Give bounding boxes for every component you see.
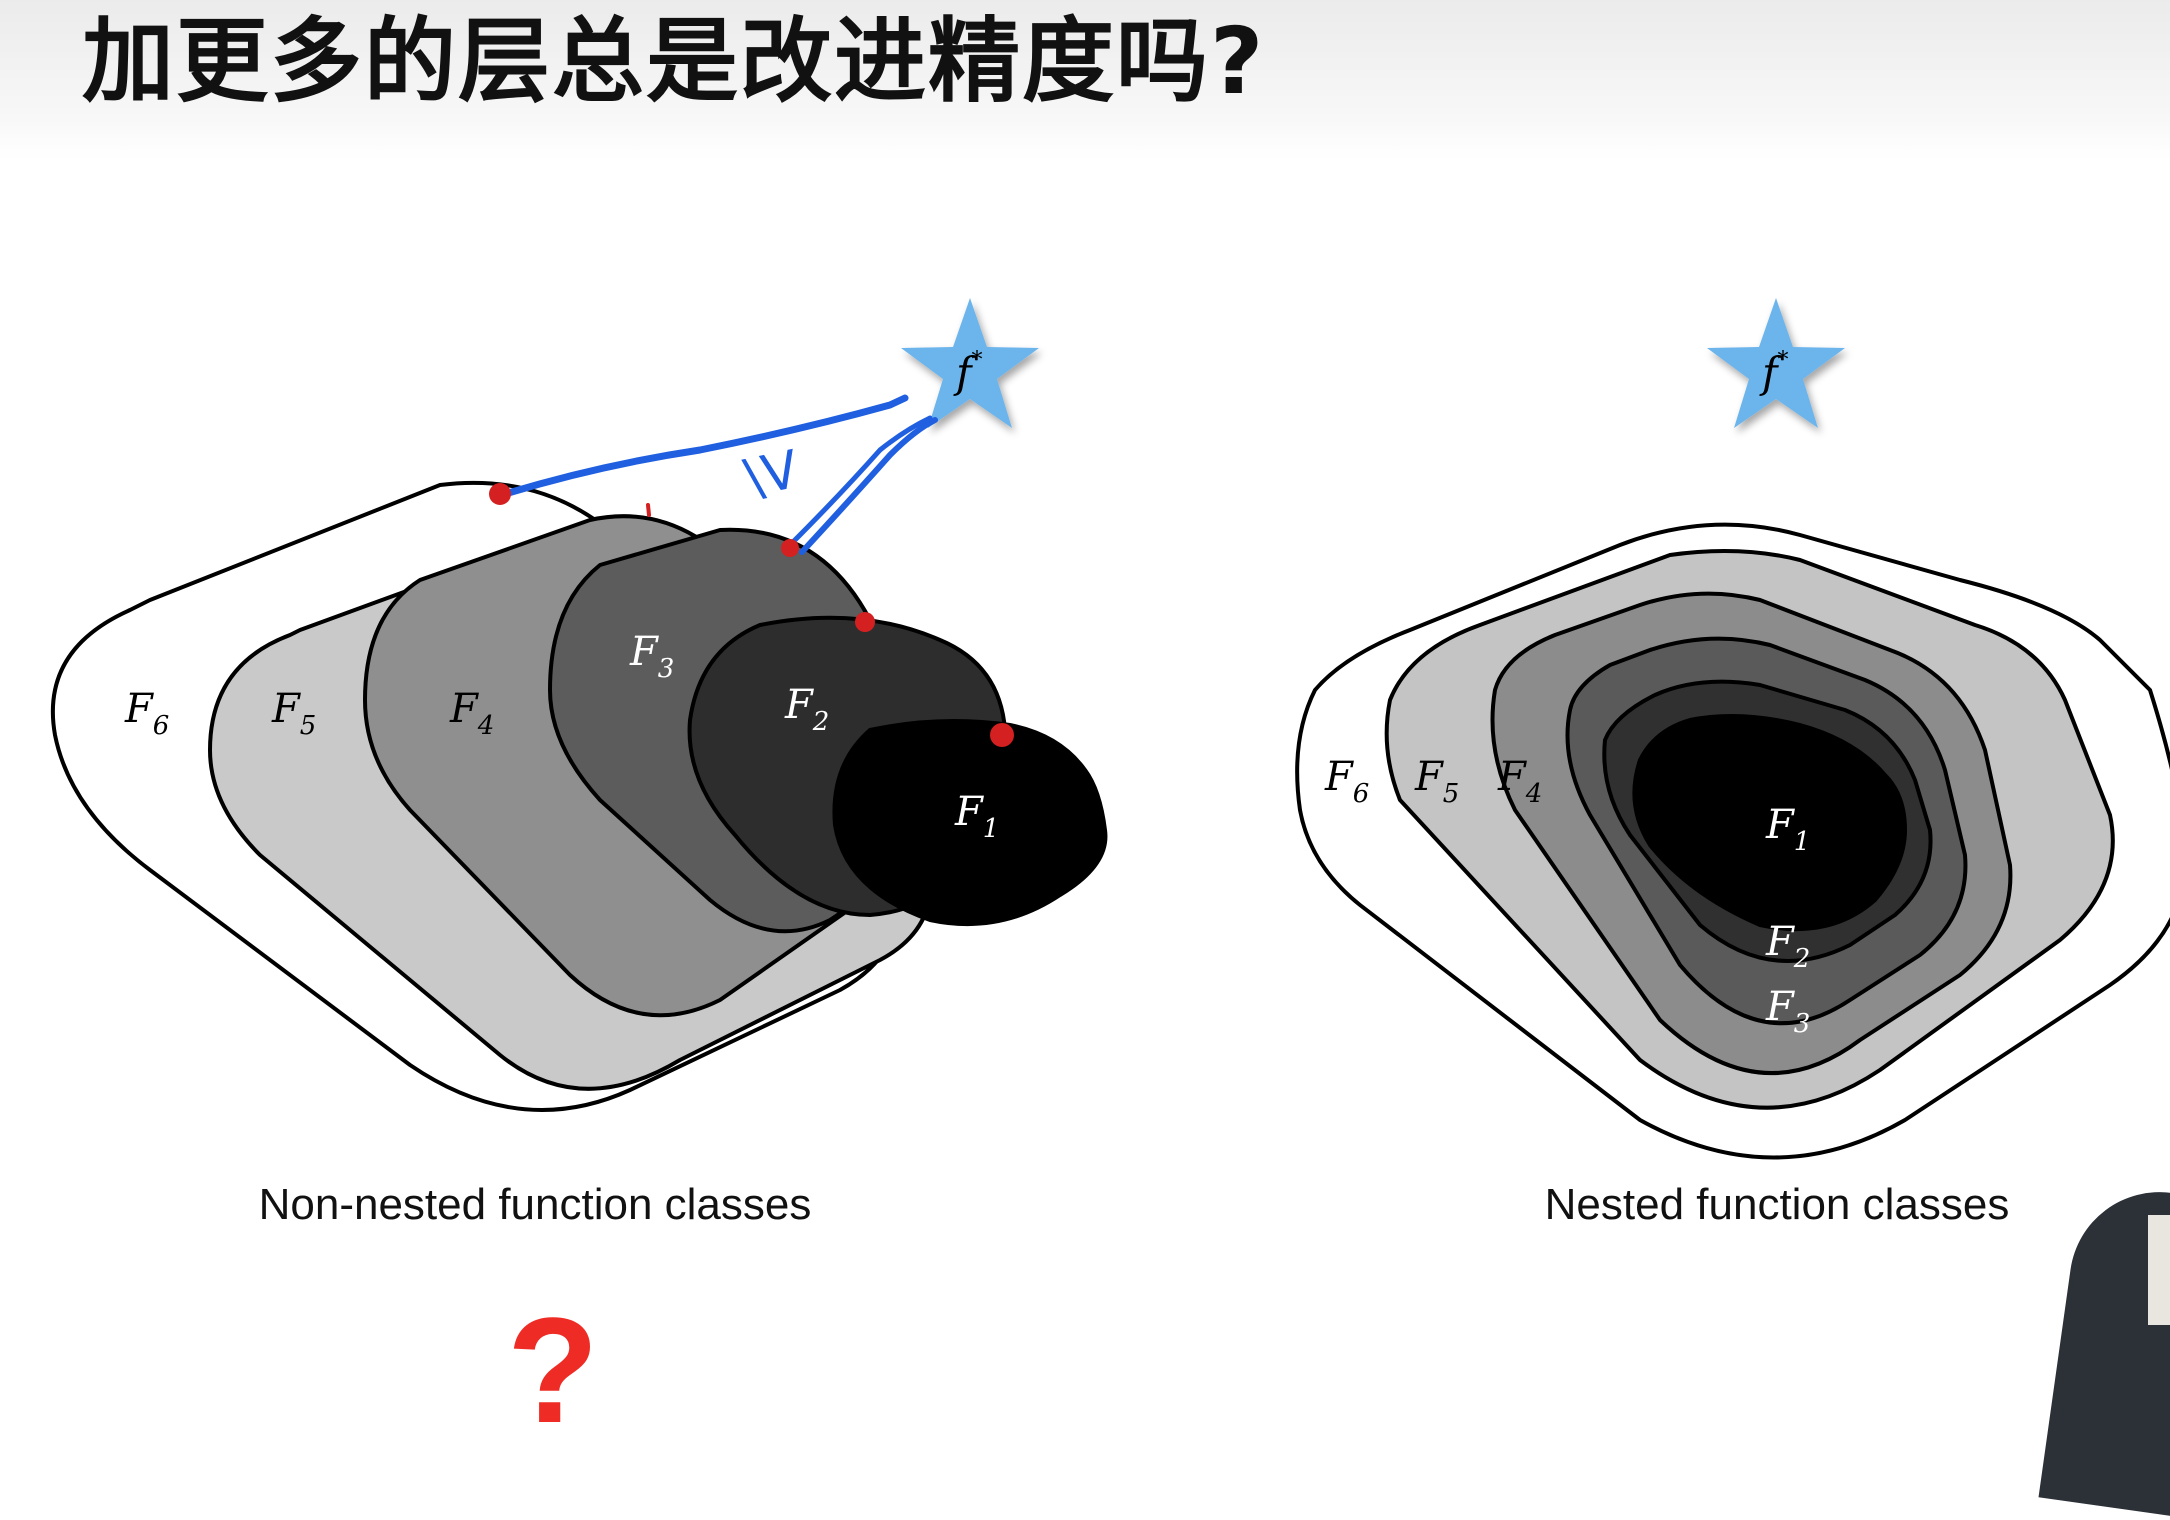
label-f1-right: F1 xyxy=(1765,802,1810,857)
region-f1-left xyxy=(832,719,1108,927)
caption-non-nested: Non-nested function classes xyxy=(258,1180,812,1229)
nested-diagram: F6 F5 F4 F3 F2 F1 f* xyxy=(1295,298,2170,1160)
annotation-geq: \V xyxy=(739,440,804,510)
label-f5-left: F5 xyxy=(271,686,316,741)
slide-title: 加更多的层总是改进精度吗? xyxy=(82,8,1266,115)
red-tick-f5 xyxy=(646,503,651,517)
star-label-left: f* xyxy=(953,348,983,397)
distance-stroke-f3 xyxy=(799,417,938,555)
label-f5-right: F5 xyxy=(1414,754,1459,809)
label-f3-left: F3 xyxy=(629,629,674,684)
label-f4-right: F4 xyxy=(1497,754,1542,809)
title-bar xyxy=(0,0,2170,160)
label-f2-right: F2 xyxy=(1765,919,1810,974)
label-f3-right: F3 xyxy=(1765,984,1810,1039)
region-f1-right xyxy=(1632,714,1907,932)
red-dot-f2 xyxy=(855,612,875,632)
red-dot-f3 xyxy=(781,539,799,557)
diagram-canvas: F6 F5 F4 F3 F2 F1 f* \V F6 xyxy=(50,298,2170,1160)
caption-nested: Nested function classes xyxy=(1544,1180,2010,1229)
target-star-right: f* xyxy=(1707,298,1845,428)
label-f4-left: F4 xyxy=(449,686,494,741)
pen-annotations: \V xyxy=(489,394,1014,747)
target-star-left: f* xyxy=(901,298,1039,428)
presenter-collar xyxy=(2148,1215,2170,1325)
distance-stroke-f6 xyxy=(501,394,909,498)
non-nested-diagram: F6 F5 F4 F3 F2 F1 f* \V xyxy=(50,298,1108,1112)
red-dot-f6 xyxy=(489,483,511,505)
label-f1-left: F1 xyxy=(954,789,999,844)
label-f6-left: F6 xyxy=(124,686,169,741)
distance-stroke-f3-b xyxy=(787,415,933,548)
label-f2-left: F2 xyxy=(784,682,829,737)
red-dot-f1 xyxy=(990,723,1014,747)
question-mark-icon: ? xyxy=(507,1286,599,1454)
label-f6-right: F6 xyxy=(1324,754,1369,809)
